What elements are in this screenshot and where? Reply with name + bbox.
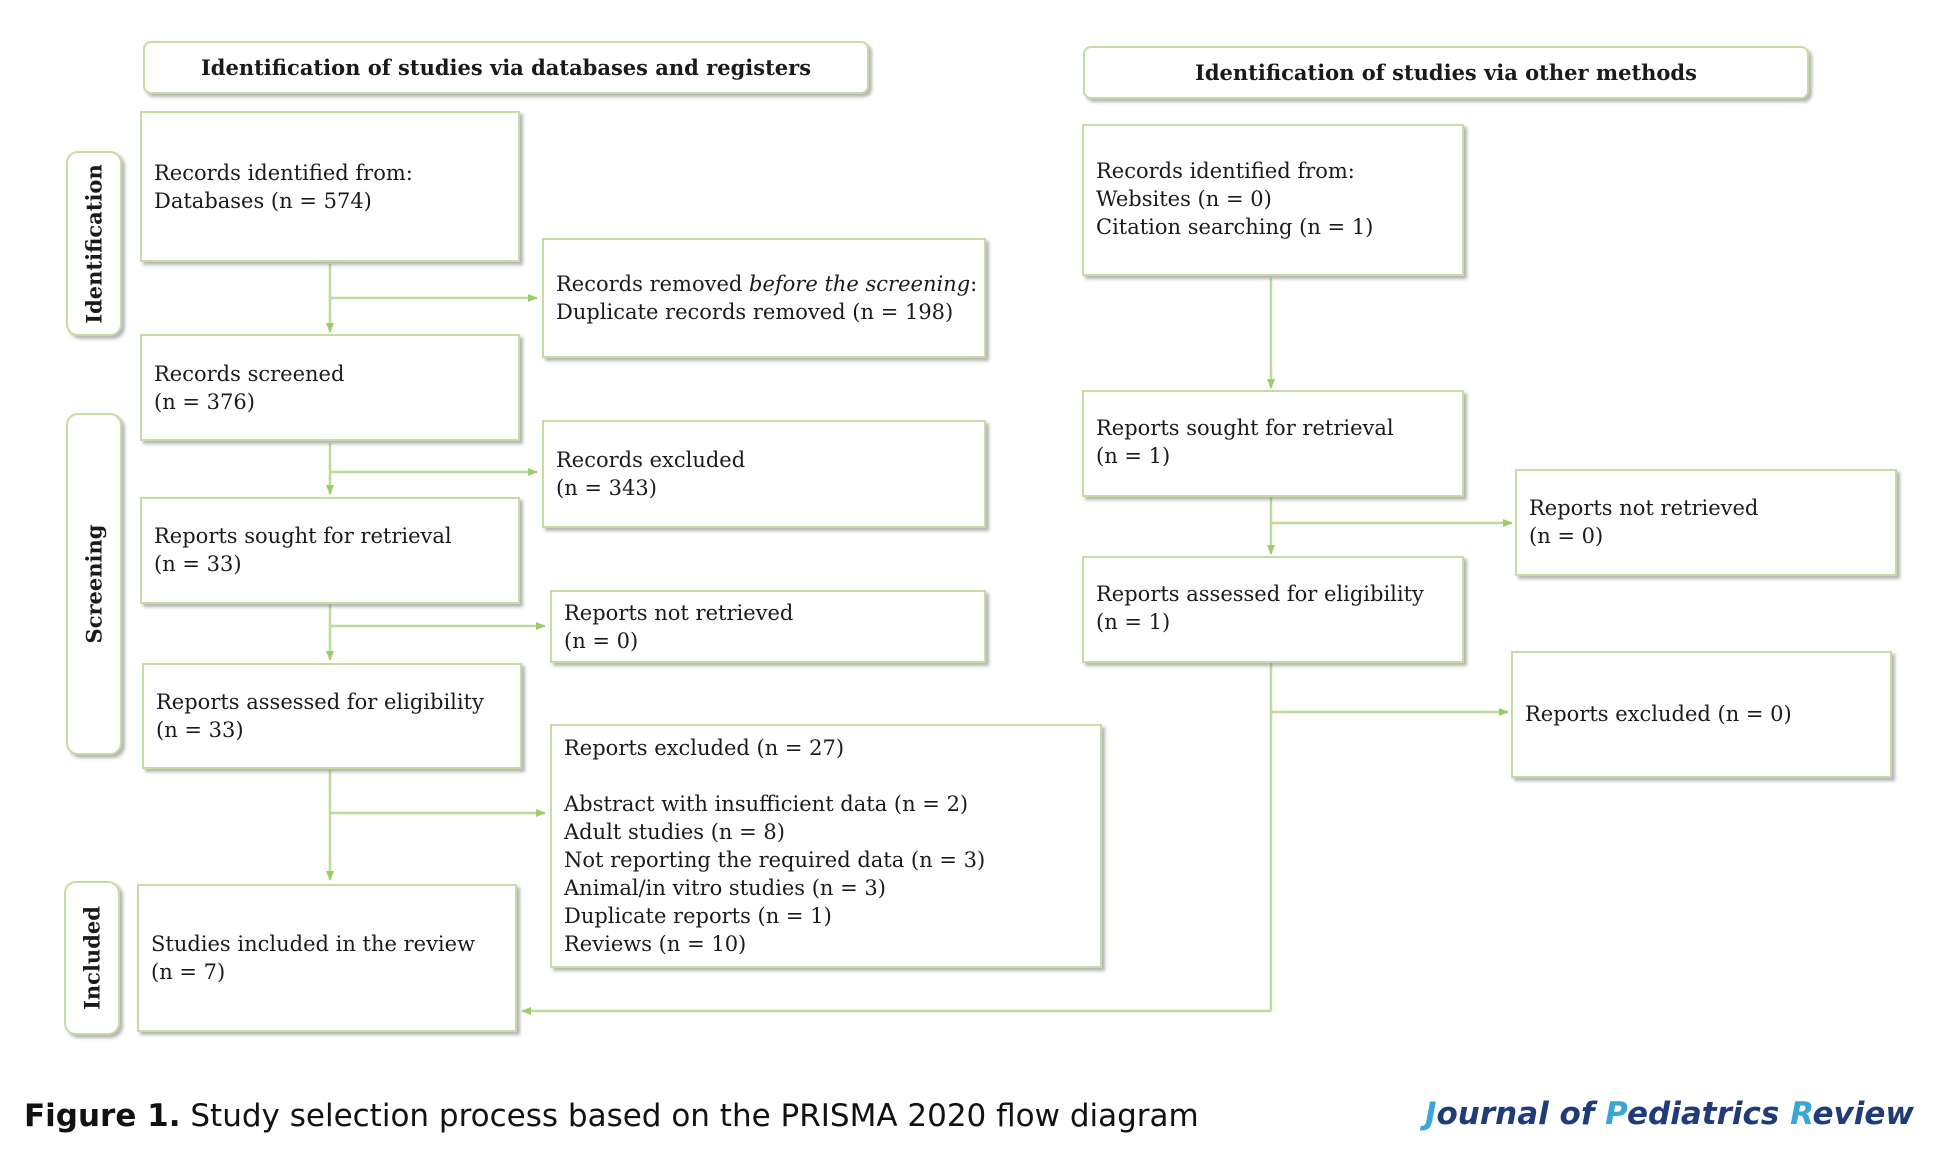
journal-letter: J — [1424, 1096, 1437, 1132]
box-records-removed: Records removed before the screening: Du… — [542, 238, 986, 358]
text-segment: : — [970, 272, 978, 296]
text-line: (n = 33) — [154, 552, 242, 576]
text-line: Reports assessed for eligibility — [1096, 582, 1424, 606]
text-line: Websites (n = 0) — [1096, 187, 1272, 211]
box-records-excluded: Records excluded (n = 343) — [542, 420, 986, 528]
exclusion-reason: Animal/in vitro studies (n = 3) — [564, 876, 886, 900]
text-line: (n = 0) — [564, 629, 639, 653]
text-line: (n = 1) — [1096, 444, 1171, 468]
exclusion-reason: Duplicate reports (n = 1) — [564, 904, 832, 928]
box-records-screened: Records screened (n = 376) — [140, 334, 520, 441]
text-line: Reports assessed for eligibility — [156, 690, 484, 714]
journal-letter: R — [1790, 1096, 1813, 1132]
exclusion-reason: Not reporting the required data (n = 3) — [564, 848, 986, 872]
text-line: (n = 376) — [154, 390, 255, 414]
journal-text: eview — [1812, 1096, 1914, 1132]
text-line: Databases (n = 574) — [154, 189, 372, 213]
text-line: (n = 7) — [151, 960, 226, 984]
exclusion-reason: Abstract with insufficient data (n = 2) — [564, 792, 969, 816]
text-line: Records identified from: — [1096, 159, 1355, 183]
stage-screening-label: Screening — [81, 524, 107, 644]
text-line: Reports excluded (n = 27) — [564, 736, 845, 760]
text-line — [564, 762, 1088, 790]
box-other-records-identified: Records identified from: Websites (n = 0… — [1082, 124, 1464, 276]
caption-text: Study selection process based on the PRI… — [180, 1098, 1199, 1134]
stage-included: Included — [64, 881, 120, 1035]
box-other-not-retrieved: Reports not retrieved (n = 0) — [1515, 469, 1897, 576]
text-line: (n = 343) — [556, 476, 657, 500]
stage-identification: Identification — [66, 151, 122, 336]
text-line: Reports sought for retrieval — [1096, 416, 1394, 440]
box-reports-excluded: Reports excluded (n = 27) Abstract with … — [550, 724, 1102, 968]
exclusion-reason: Reviews (n = 10) — [564, 932, 747, 956]
text-line: Reports sought for retrieval — [154, 524, 452, 548]
text-line: Reports not retrieved — [1529, 496, 1759, 520]
text-line: Records identified from: — [154, 161, 413, 185]
journal-text: ournal of — [1436, 1096, 1606, 1132]
text-line: Reports excluded (n = 0) — [1525, 702, 1792, 726]
text-line: (n = 1) — [1096, 610, 1171, 634]
header-databases-label: Identification of studies via databases … — [200, 55, 812, 80]
text-line: Records removed before the screening: — [556, 270, 977, 298]
box-reports-sought: Reports sought for retrieval (n = 33) — [140, 497, 520, 604]
text-line: Citation searching (n = 1) — [1096, 215, 1374, 239]
text-line: Records excluded — [556, 448, 746, 472]
caption-label: Figure 1. — [24, 1098, 181, 1134]
box-other-reports-excluded: Reports excluded (n = 0) — [1511, 651, 1892, 778]
text-segment: Records removed — [556, 272, 750, 296]
journal-text: ediatrics — [1627, 1096, 1791, 1132]
box-other-reports-sought: Reports sought for retrieval (n = 1) — [1082, 390, 1464, 497]
journal-logo: Journal of Pediatrics Review — [1425, 1096, 1914, 1132]
text-line: Records screened — [154, 362, 345, 386]
header-databases: Identification of studies via databases … — [143, 41, 869, 94]
box-reports-not-retrieved: Reports not retrieved (n = 0) — [550, 590, 986, 663]
header-other-label: Identification of studies via other meth… — [1195, 60, 1697, 85]
box-studies-included: Studies included in the review (n = 7) — [137, 884, 517, 1032]
text-segment-italic: before the screening — [749, 272, 971, 296]
text-line: Studies included in the review — [151, 932, 476, 956]
header-other-methods: Identification of studies via other meth… — [1083, 46, 1809, 99]
figure-caption: Figure 1. Study selection process based … — [24, 1098, 1199, 1134]
box-records-identified: Records identified from: Databases (n = … — [140, 111, 520, 262]
stage-screening: Screening — [66, 413, 122, 755]
stage-identification-label: Identification — [81, 163, 107, 324]
box-other-reports-assessed: Reports assessed for eligibility (n = 1) — [1082, 556, 1464, 663]
stage-included-label: Included — [79, 906, 105, 1010]
journal-letter: P — [1605, 1096, 1628, 1132]
exclusion-reason: Adult studies (n = 8) — [564, 820, 785, 844]
text-line: Reports not retrieved — [564, 601, 794, 625]
text-line: (n = 33) — [156, 718, 244, 742]
text-line: (n = 0) — [1529, 524, 1604, 548]
box-reports-assessed: Reports assessed for eligibility (n = 33… — [142, 663, 522, 769]
text-line: Duplicate records removed (n = 198) — [556, 300, 954, 324]
